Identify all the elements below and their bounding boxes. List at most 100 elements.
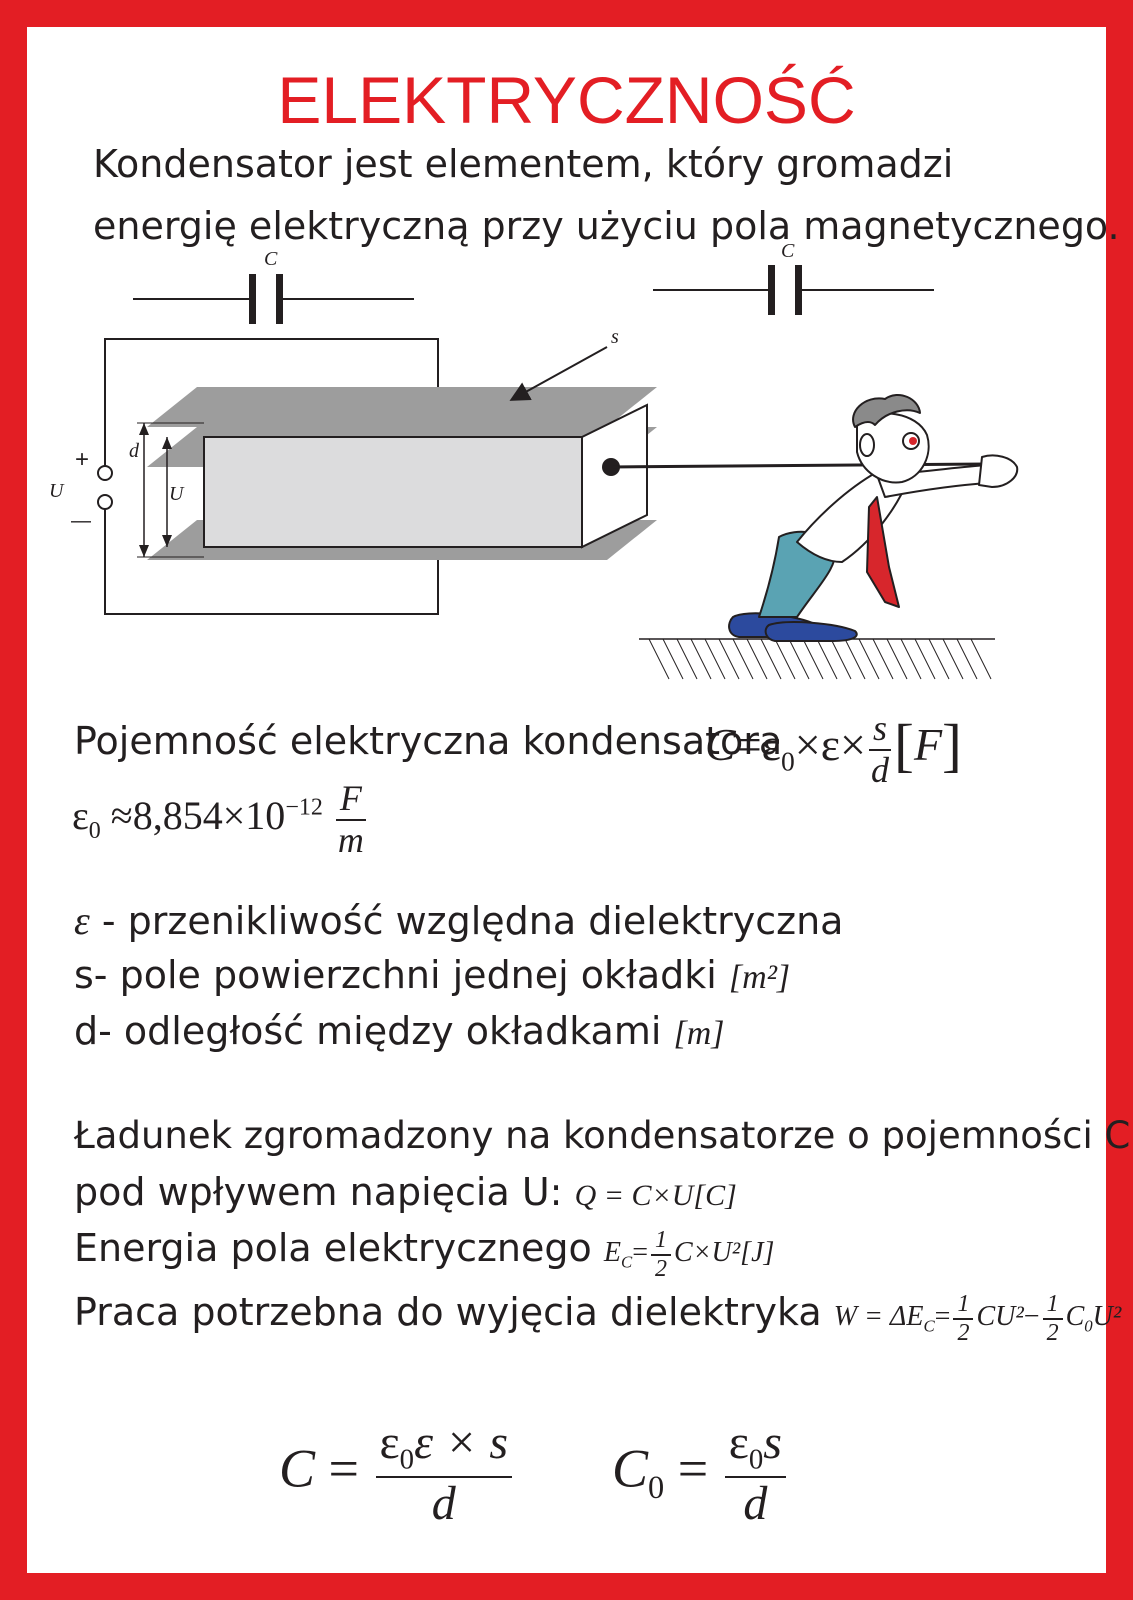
bottom-f1-num-rest: ε × s (414, 1416, 509, 1469)
work-lhs-sub: C (923, 1316, 935, 1336)
ground (639, 638, 995, 680)
cap-f-eps0-sub: 0 (780, 745, 795, 777)
pulling-man-illustration (728, 394, 1019, 642)
bottom-f1-den: d (431, 1477, 456, 1531)
cap-f-c: C (705, 719, 736, 771)
capacitor-symbol-left (133, 274, 414, 324)
energy-frac-num: 1 (650, 1227, 671, 1256)
work-frac1-num: 1 (953, 1291, 974, 1320)
work-frac2-den: 2 (1046, 1319, 1059, 1346)
work-frac1-den: 2 (957, 1319, 970, 1346)
eps0-frac-num: F (335, 778, 366, 821)
terminal-minus (97, 494, 113, 510)
work-label: Praca potrzebna do wyjęcia dielektryka (74, 1290, 822, 1334)
capacitor-diagram: C C + — U s d (49, 240, 1019, 680)
work-line: Praca potrzebna do wyjęcia dielektryka W… (74, 1290, 1122, 1346)
work-term2-sub: 0 (1084, 1316, 1093, 1336)
energy-lhs-sub: C (620, 1252, 633, 1272)
cap-f-eps: ε (820, 719, 841, 771)
cap-f-times1: × (794, 719, 821, 771)
bottom-f2-lhs: C (612, 1438, 649, 1499)
charge-unit: C (705, 1179, 726, 1212)
def-s-unit: m² (742, 959, 777, 996)
definition-d: d- odległość między okładkami [m] (74, 1009, 725, 1053)
def-epsilon-symbol: ε (74, 898, 90, 943)
capacitor-symbol-right (653, 265, 934, 315)
pull-rope (610, 462, 988, 469)
s-arrow (509, 346, 608, 401)
label-u-outer: U (49, 480, 65, 502)
energy-lhs: E (603, 1237, 621, 1268)
label-minus: — (71, 510, 91, 532)
bottom-f2-lhs-sub: 0 (648, 1470, 665, 1507)
work-frac2-num: 1 (1042, 1291, 1063, 1320)
def-d-unit: m (686, 1015, 712, 1052)
eps0-frac-den: m (337, 819, 364, 860)
work-minus: − (1023, 1301, 1040, 1332)
energy-frac-den: 2 (654, 1255, 667, 1282)
page-title: ELEKTRYCZNOŚĆ (277, 63, 856, 137)
cap-f-unit: F (913, 719, 943, 771)
bottom-f1-fraction: ε0ε × s d (375, 1416, 513, 1531)
cap-f-eq: = (735, 719, 762, 771)
energy-rest: C×U² (673, 1237, 741, 1268)
eps0-approx: ≈ (110, 792, 133, 838)
terminal-plus (97, 465, 113, 481)
label-u-inner: U (169, 483, 185, 505)
poster: ELEKTRYCZNOŚĆ Kondensator jest elementem… (27, 27, 1130, 1573)
work-lhs: W = ΔE (833, 1301, 924, 1332)
work-term2: C (1065, 1301, 1085, 1332)
definition-epsilon: ε - przenikliwość względna dielektryczna (74, 898, 843, 944)
cap-frac-den: d (871, 749, 889, 790)
wire-bottom (104, 505, 439, 615)
eps0-sym: ε (72, 792, 89, 838)
charge-formula: Q = C×U[C] (574, 1179, 737, 1212)
label-d: d (129, 440, 140, 462)
charge-formula-text: Q = C×U (574, 1179, 694, 1212)
cap-f-times2: × (840, 719, 866, 771)
bottom-f2-num-rest: s (763, 1416, 782, 1469)
bottom-f1-eq: = (328, 1438, 359, 1499)
cap-frac-num: s (869, 708, 892, 751)
bottom-formula-c: C = ε0ε × s d (279, 1416, 515, 1531)
eps0-value: 8,854×10 (132, 792, 286, 838)
bottom-f2-num: ε (728, 1416, 749, 1469)
work-term2-rest: U² (1092, 1301, 1122, 1332)
bottom-f1-num: ε (379, 1416, 400, 1469)
capacitance-label: Pojemność elektryczna kondensatora (74, 719, 783, 763)
bottom-f1-lhs: C (279, 1438, 316, 1499)
bottom-f2-eq: = (677, 1438, 709, 1499)
def-d-text: d- odległość między okładkami (74, 1009, 662, 1053)
charge-label: pod wpływem napięcia U: (74, 1170, 563, 1214)
label-s: s (611, 326, 619, 348)
label-plus: + (75, 446, 89, 473)
wire-top (104, 338, 439, 469)
bottom-f2-num-sub: 0 (748, 1443, 764, 1476)
charge-line-2: pod wpływem napięcia U: Q = C×U[C] (74, 1170, 737, 1215)
top-plate-upper (147, 387, 657, 427)
energy-eq: = (632, 1237, 648, 1268)
dielectric-block (203, 436, 583, 548)
energy-label: Energia pola elektrycznego (74, 1226, 592, 1270)
label-c-left: C (264, 248, 278, 270)
eps0-sub: 0 (88, 817, 101, 844)
bottom-f2-den: d (743, 1477, 768, 1531)
definition-s: s- pole powierzchni jednej okładki [m²] (74, 953, 791, 997)
work-term1: CU² (976, 1301, 1024, 1332)
bottom-f1-num-sub: 0 (399, 1443, 415, 1476)
cap-f-eps0: ε (761, 719, 781, 771)
def-epsilon-text: - przenikliwość względna dielektryczna (89, 899, 844, 943)
charge-line-1: Ładunek zgromadzony na kondensatorze o p… (74, 1114, 1131, 1157)
intro-line-2: energię elektryczną przy użyciu pola mag… (93, 204, 1120, 248)
eps0-exp: −12 (285, 794, 323, 821)
